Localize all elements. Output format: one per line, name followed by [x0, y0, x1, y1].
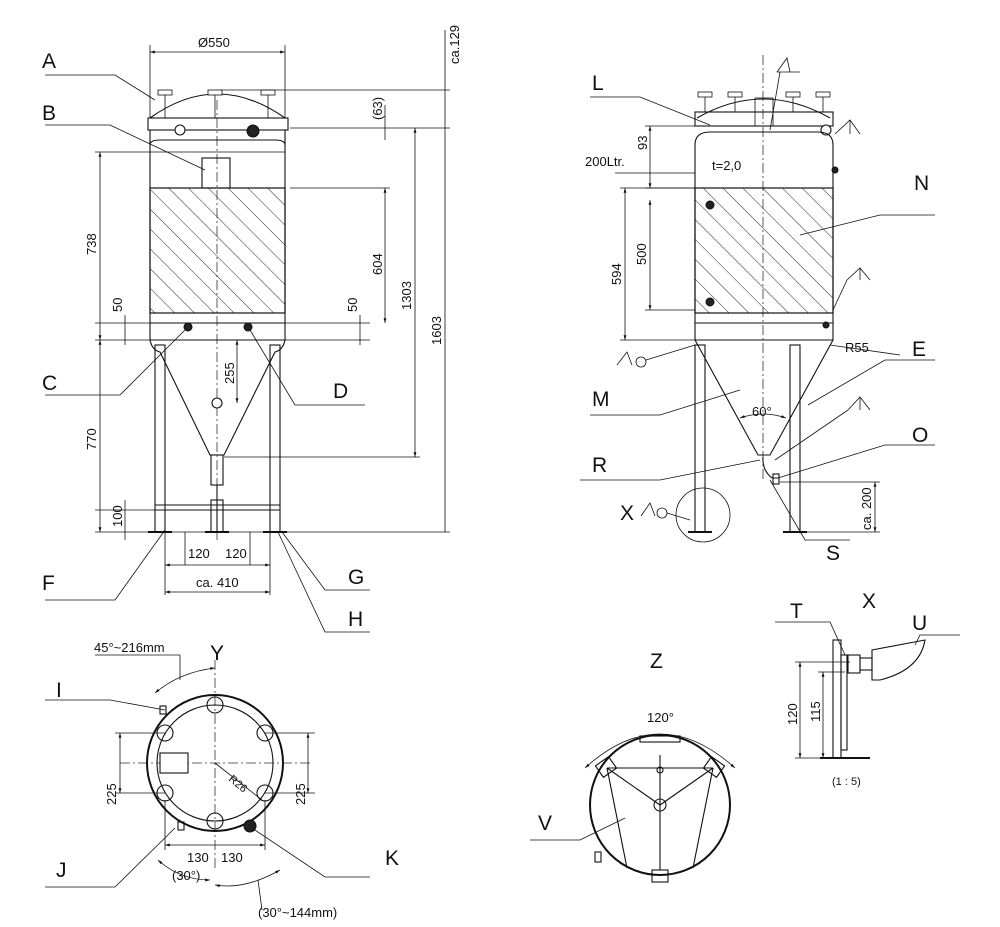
dim-60deg: 60° [752, 404, 772, 419]
scale-label: (1 : 5) [832, 776, 861, 788]
dim-63: (63) [370, 97, 385, 120]
dim-1603: 1603 [429, 316, 444, 345]
label-s: S [826, 542, 840, 565]
dim-thickness: t=2,0 [712, 158, 741, 173]
dim-770: 770 [84, 428, 99, 450]
label-m: M [592, 388, 610, 411]
dim-r26: R26 [226, 773, 249, 795]
label-d: D [333, 380, 348, 403]
dim-50-right: 50 [345, 298, 360, 312]
dim-594: 594 [609, 263, 624, 285]
label-n: N [914, 172, 929, 195]
dim-x-115: 115 [808, 701, 823, 722]
dim-120deg: 120° [647, 710, 674, 725]
label-z: Z [650, 650, 663, 673]
label-b: B [42, 102, 56, 125]
dim-ca410: ca. 410 [196, 575, 239, 590]
dim-500: 500 [634, 243, 649, 265]
label-k: K [385, 847, 399, 870]
label-t: T [790, 600, 803, 623]
dim-r55: R55 [845, 340, 869, 355]
label-y: Y [210, 642, 224, 665]
dim-604: 604 [370, 253, 385, 275]
dim-200ltr: 200Ltr. [585, 154, 625, 169]
side-view: 93 200Ltr. t=2,0 594 500 R55 60° ca. 200… [580, 55, 935, 565]
label-o: O [912, 424, 928, 447]
dim-30deg: (30°) [172, 868, 200, 883]
dim-130-right: 130 [221, 850, 243, 865]
detail-x: 120 115 (1 : 5) T X U [775, 590, 960, 788]
dim-ca200: ca. 200 [859, 487, 874, 530]
dim-225-right: 225 [293, 783, 308, 805]
label-x: X [620, 502, 634, 525]
label-r: R [592, 454, 607, 477]
dim-30deg-144: (30°~144mm) [258, 905, 337, 920]
dim-225-left: 225 [104, 783, 119, 805]
dim-738: 738 [84, 233, 99, 255]
label-j: J [56, 859, 67, 882]
dim-255: 255 [222, 362, 237, 384]
front-view: Ø550 ca.129 (63) 738 604 1303 1603 50 50… [42, 25, 462, 633]
label-x-detail: X [862, 590, 876, 613]
dim-45-216: 45°~216mm [94, 640, 165, 655]
dim-120-right: 120 [225, 546, 247, 561]
dim-120-left: 120 [188, 546, 210, 561]
label-u: U [912, 612, 927, 635]
top-view: 45°~216mm R26 225 225 130 130 (30°) (30°… [45, 640, 399, 920]
dim-93: 93 [635, 136, 650, 150]
label-c: C [42, 372, 57, 395]
bottom-view: 120° Z V [530, 650, 736, 883]
label-g: G [348, 566, 364, 589]
label-h: H [348, 608, 363, 631]
dim-130-left: 130 [187, 850, 209, 865]
label-e: E [912, 338, 926, 361]
label-l: L [592, 72, 604, 95]
label-a: A [42, 50, 56, 73]
dim-100: 100 [110, 505, 125, 527]
dim-50-left: 50 [110, 298, 125, 312]
label-v: V [538, 812, 552, 835]
dim-x-120: 120 [785, 703, 800, 725]
label-i: I [56, 679, 62, 702]
dim-ca129: ca.129 [447, 25, 462, 64]
dim-diameter: Ø550 [198, 35, 230, 50]
label-f: F [42, 572, 55, 595]
dim-1303: 1303 [399, 281, 414, 310]
